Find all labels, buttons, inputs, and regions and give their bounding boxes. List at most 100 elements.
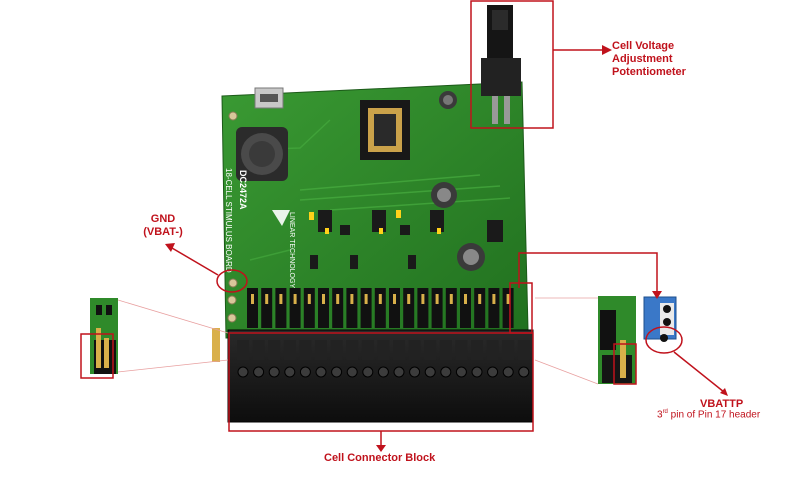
- wire-entry: [315, 340, 327, 360]
- header-pin: [403, 288, 415, 328]
- wire-entry: [408, 340, 421, 360]
- wire-entry: [455, 340, 468, 360]
- header-pin: [303, 288, 315, 328]
- header-pin-gold: [364, 294, 368, 304]
- wire-entry: [361, 340, 374, 360]
- gnd-label-line-2: (VBAT-): [143, 226, 183, 238]
- screw-terminal: [346, 366, 358, 378]
- screw-terminal: [487, 366, 499, 378]
- board-desc-silkscreen: 18-CELL STIMULUS BOARD: [224, 168, 233, 273]
- wire-entry: [471, 340, 483, 360]
- capacitors: [431, 91, 485, 271]
- wire-entry: [268, 340, 281, 360]
- left-inset-highlight-box: [80, 333, 114, 379]
- linear-logo: [272, 210, 290, 226]
- potentiometer-highlight-box: [470, 0, 554, 129]
- wire-entry: [346, 340, 359, 360]
- header-pin: [360, 288, 372, 328]
- potentiometer-label-line-2: Adjustment: [612, 53, 673, 65]
- board-name-silkscreen: DC2472A: [238, 170, 248, 210]
- vbattp-note: 3rd pin of Pin 17 header: [657, 409, 760, 420]
- screw-terminal: [440, 366, 452, 378]
- wire-entry: [517, 340, 530, 360]
- annotation-markers: [80, 0, 725, 445]
- maker-silkscreen: LINEAR TECHNOLOGY: [288, 212, 295, 288]
- screw-terminal: [284, 366, 296, 378]
- screw-terminal: [315, 366, 327, 378]
- jumper-diagram: [643, 296, 677, 342]
- header-pin-gold: [464, 294, 467, 304]
- header-pin-gold: [449, 294, 453, 304]
- wire-entry: [502, 340, 515, 360]
- header-pin: [474, 288, 486, 328]
- mounting-holes: [227, 111, 238, 323]
- screw-terminal: [502, 366, 514, 378]
- header-pin-gold: [293, 294, 297, 304]
- screw-terminal: [331, 366, 343, 378]
- potentiometer-label-line-1: Cell Voltage: [612, 40, 675, 52]
- screw-terminal: [268, 366, 280, 378]
- header-pin: [275, 288, 287, 328]
- potentiometer-label-line-3: Potentiometer: [612, 66, 686, 78]
- wire-entry: [393, 340, 405, 360]
- wire-entry: [424, 340, 437, 360]
- header-pin: [247, 288, 258, 328]
- potentiometer-label: Cell Voltage Adjustment Potentiometer: [612, 40, 686, 79]
- header-pin: [431, 288, 443, 328]
- header-pin-gold: [506, 294, 510, 304]
- header-pin-gold: [251, 294, 254, 304]
- arrow-heads: [165, 45, 728, 452]
- gnd-label-line-1: GND: [150, 213, 176, 225]
- header-pin-gold: [435, 294, 439, 304]
- screw-terminal: [424, 366, 436, 378]
- screw-terminal: [393, 366, 405, 378]
- header-pin: [346, 288, 358, 328]
- transformer: [360, 100, 410, 160]
- screw-terminal: [237, 366, 249, 378]
- screw-terminal: [299, 366, 311, 378]
- vbattp-label: VBATTP: [700, 398, 744, 410]
- header-pin-gold: [478, 294, 482, 304]
- header-pin-gold: [421, 294, 425, 304]
- header-pin: [261, 288, 273, 328]
- yellow-components: [309, 210, 441, 234]
- ic-chips: [310, 210, 503, 269]
- wire-entry: [299, 340, 312, 360]
- terminal-block: [227, 329, 534, 423]
- header-pin: [417, 288, 429, 328]
- inductor: [236, 127, 288, 181]
- connector-block-label: Cell Connector Block: [324, 452, 436, 464]
- wire-entry: [237, 340, 249, 360]
- guide-lines: [117, 297, 599, 385]
- screw-terminal: [409, 366, 421, 378]
- gold-pin: [212, 328, 220, 362]
- potentiometer: [481, 5, 521, 124]
- header-pin-gold: [265, 294, 269, 304]
- header-pin: [460, 288, 471, 328]
- header-pin: [389, 288, 400, 328]
- gnd-label: GND (VBAT-): [128, 213, 198, 239]
- header-pin: [502, 288, 514, 328]
- header-pin-gold: [279, 294, 283, 304]
- left-inset-photo: [90, 298, 118, 374]
- header-pin: [318, 288, 329, 328]
- header-pin-gold: [322, 294, 325, 304]
- wire-entry: [252, 340, 265, 360]
- header-pin-gold: [378, 294, 382, 304]
- header-pin-gold: [492, 294, 496, 304]
- header-pin-gold: [407, 294, 411, 304]
- screw-terminal: [362, 366, 374, 378]
- wire-entry: [377, 340, 390, 360]
- wire-entry: [283, 340, 296, 360]
- vbattp-note-sup: rd: [662, 409, 668, 415]
- header-pin: [332, 288, 344, 328]
- screw-terminal: [253, 366, 265, 378]
- gnd-highlight-ellipse: [216, 269, 248, 293]
- vbattp-highlight-ellipse: [645, 326, 683, 354]
- wire-entry: [439, 340, 452, 360]
- screw-terminal: [455, 366, 467, 378]
- wire-entry: [486, 340, 499, 360]
- header-pin: [488, 288, 500, 328]
